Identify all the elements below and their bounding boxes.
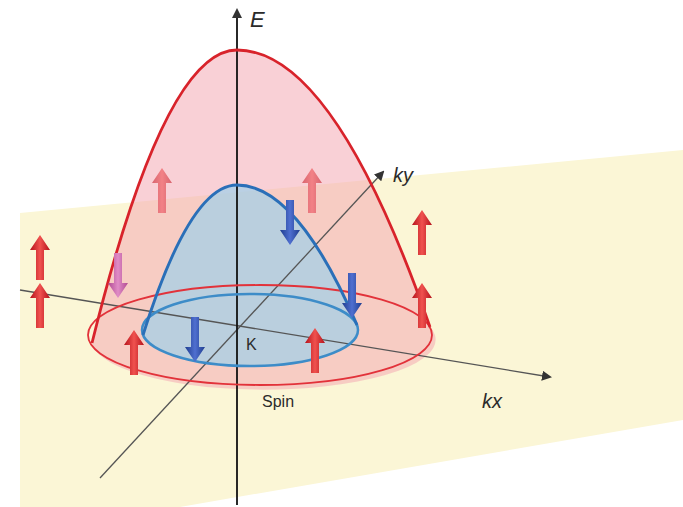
spin-down-arrow bbox=[342, 273, 362, 318]
lower-band-contour bbox=[142, 294, 358, 366]
spin-down-arrow bbox=[108, 253, 128, 298]
spin-up-arrow bbox=[305, 328, 325, 373]
k-point-label: K bbox=[246, 336, 257, 354]
spin-up-arrow bbox=[30, 235, 50, 280]
spin-up-arrow bbox=[412, 283, 432, 328]
kx-axis-label: kx bbox=[482, 390, 502, 412]
ky-axis bbox=[100, 172, 383, 478]
spin-label: Spin bbox=[262, 393, 294, 411]
upper-band-contour bbox=[88, 285, 432, 385]
kx-axis bbox=[20, 290, 550, 377]
upper-band-surface bbox=[92, 50, 436, 390]
upper-band-curve bbox=[92, 50, 430, 343]
energy-axis-label: E bbox=[250, 8, 265, 32]
spin-up-arrow bbox=[30, 283, 50, 328]
ky-axis-label: ky bbox=[393, 164, 413, 186]
lower-band-curve bbox=[143, 185, 357, 335]
spin-down-arrow bbox=[185, 317, 205, 362]
energy-axis bbox=[236, 10, 238, 505]
lower-band-surface bbox=[143, 185, 358, 366]
spin-up-arrow bbox=[124, 330, 144, 375]
spin-down-arrow bbox=[280, 200, 300, 245]
spin-up-arrow bbox=[412, 210, 432, 255]
